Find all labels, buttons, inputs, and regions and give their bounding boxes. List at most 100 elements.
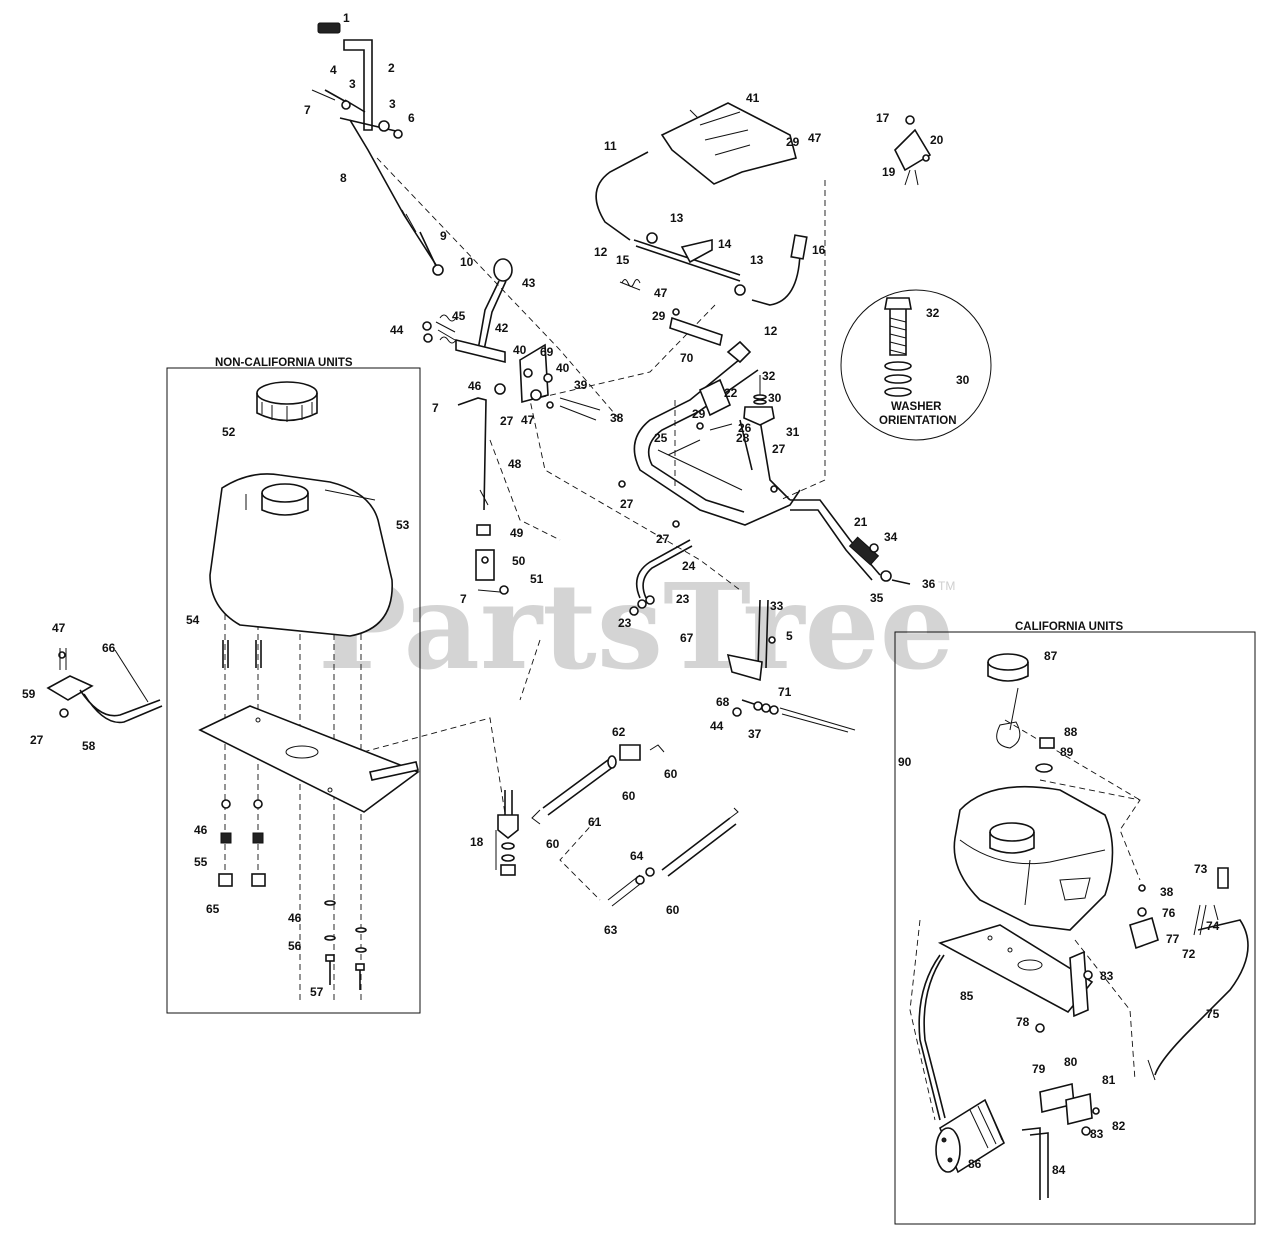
part-number-label: 75 [1206, 1007, 1220, 1021]
part-number-label: 38 [610, 411, 624, 425]
part-number-label: 49 [510, 526, 524, 540]
assembly-line [295, 717, 507, 821]
part-number-label: 77 [1166, 932, 1180, 946]
non-california-title: NON-CALIFORNIA UNITS [215, 357, 353, 369]
part-number-label: 40 [556, 361, 570, 375]
fuel-fitting [495, 790, 519, 876]
part-number-label: 21 [854, 515, 868, 529]
part-number-label: 32 [926, 306, 940, 320]
part-number-label: 40 [513, 343, 527, 357]
shift-lever [422, 258, 601, 421]
part-number-label: 31 [786, 425, 800, 439]
part-number-label: 13 [750, 253, 764, 267]
part-number-label: 52 [222, 425, 236, 439]
control-rod [457, 397, 509, 595]
part-number-label: 86 [968, 1157, 982, 1171]
part-number-label: 18 [470, 835, 484, 849]
lift-bracket [46, 648, 163, 724]
part-number-label: 70 [680, 351, 694, 365]
part-number-label: 67 [680, 631, 694, 645]
part-number-label: 84 [1052, 1163, 1066, 1177]
throttle-control [894, 115, 932, 186]
part-number-label: 1 [343, 11, 350, 25]
part-number-label: 27 [30, 733, 44, 747]
cable [595, 151, 649, 241]
assembly-line [376, 157, 621, 421]
control-bracket [619, 232, 746, 296]
part-number-label: 27 [620, 497, 634, 511]
part-number-label: 33 [770, 599, 784, 613]
assembly-line [909, 919, 936, 1121]
vapor-canister [935, 1098, 1006, 1174]
part-number-label: 7 [460, 592, 467, 606]
part-number-label: 55 [194, 855, 208, 869]
part-number-label: 8 [340, 171, 347, 185]
part-number-label: 3 [349, 77, 356, 91]
part-number-label: 54 [186, 613, 200, 627]
watermark-text: PartsTree [318, 557, 955, 696]
part-number-label: 72 [1182, 947, 1196, 961]
part-number-label: 80 [1064, 1055, 1078, 1069]
part-number-label: 83 [1090, 1127, 1104, 1141]
part-number-label: 47 [52, 621, 66, 635]
part-number-label: 90 [898, 755, 912, 769]
part-number-label: 35 [870, 591, 884, 605]
bolt [891, 579, 911, 585]
watermark-trademark: TM [938, 579, 955, 593]
part-number-label: 27 [500, 414, 514, 428]
assembly-line [519, 639, 601, 901]
part-number-label: 64 [630, 849, 644, 863]
part-number-label: 6 [408, 111, 415, 125]
handlebar-frame [633, 340, 881, 581]
part-number-label: 27 [656, 532, 670, 546]
part-number-label: 12 [764, 324, 778, 338]
part-number-label: 76 [1162, 906, 1176, 920]
part-number-label: 71 [778, 685, 792, 699]
part-number-label: 32 [762, 369, 776, 383]
part-number-label: 34 [884, 530, 898, 544]
part-number-label: 42 [495, 321, 509, 335]
part-number-label: 47 [654, 286, 668, 300]
part-number-label: 62 [612, 725, 626, 739]
part-number-label: 5 [786, 629, 793, 643]
part-number-label: 58 [82, 739, 96, 753]
part-number-label: 85 [960, 989, 974, 1003]
part-number-label: 29 [652, 309, 666, 323]
part-number-label: 25 [654, 431, 668, 445]
part-number-label: 87 [1044, 649, 1058, 663]
part-number-label: 44 [710, 719, 724, 733]
part-number-label: 23 [676, 592, 690, 606]
choke-rod [726, 599, 856, 733]
part-number-label: 74 [1206, 919, 1220, 933]
part-number-label: 65 [206, 902, 220, 916]
part-number-label: 15 [616, 253, 630, 267]
washer-orientation-callout: WASHER ORIENTATION [840, 289, 992, 441]
part-number-label: 44 [390, 323, 404, 337]
washer-orientation-line1: WASHER [891, 401, 942, 413]
washer [880, 570, 892, 582]
canister-hoses [918, 919, 1249, 1200]
part-number-label: 24 [682, 559, 696, 573]
part-number-label: 29 [786, 135, 800, 149]
part-number-label: 88 [1064, 725, 1078, 739]
part-number-label: 22 [724, 386, 738, 400]
canister-bracket [937, 884, 1159, 1136]
part-number-label: 7 [304, 103, 311, 117]
part-number-label: 27 [772, 442, 786, 456]
assembly-line [779, 180, 826, 501]
mounting-plate [660, 102, 797, 185]
part-number-label: 83 [1100, 969, 1114, 983]
part-number-label: 39 [574, 378, 588, 392]
assembly-line [489, 439, 561, 541]
california-frame [894, 631, 1256, 1225]
part-number-label: 61 [588, 815, 602, 829]
part-number-label: 69 [540, 345, 554, 359]
vent-valve [1193, 867, 1229, 936]
part-number-label: 46 [468, 379, 482, 393]
california-title: CALIFORNIA UNITS [1015, 621, 1124, 633]
part-number-label: 10 [460, 255, 474, 269]
part-number-label: 46 [194, 823, 208, 837]
part-number-label: 45 [452, 309, 466, 323]
part-number-label: 28 [736, 431, 750, 445]
part-number-label: 47 [808, 131, 822, 145]
